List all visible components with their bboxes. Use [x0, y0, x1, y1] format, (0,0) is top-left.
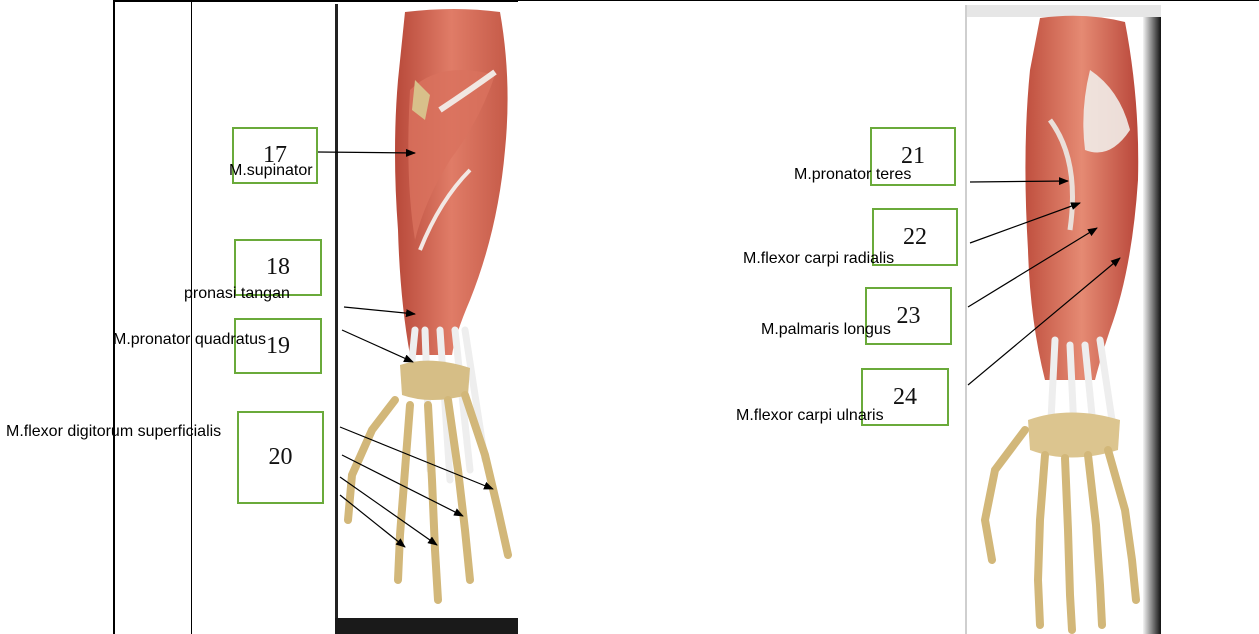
number-22: 22 [903, 224, 927, 251]
label-palmaris-longus: M.palmaris longus [761, 321, 891, 339]
number-18: 18 [266, 254, 290, 281]
label-pronator-teres: M.pronator teres [794, 166, 911, 184]
label-flexor-carpi-ulnaris: M.flexor carpi ulnaris [736, 407, 884, 425]
number-20: 20 [269, 444, 293, 471]
number-24: 24 [893, 384, 917, 411]
answer-box-20[interactable]: 20 [237, 411, 324, 504]
right-forearm-image [965, 5, 1161, 634]
label-supinator: M.supinator [229, 162, 313, 180]
label-flexor-digitorum-superficialis: M.flexor digitorum superficialis [6, 423, 221, 441]
left-forearm-image [335, 4, 518, 634]
label-pronator-quadratus: M.pronator quadratus [113, 331, 266, 349]
label-pronasi-tangan: pronasi tangan [184, 285, 290, 303]
number-19: 19 [266, 333, 290, 360]
label-flexor-carpi-radialis: M.flexor carpi radialis [743, 250, 894, 268]
number-23: 23 [897, 303, 921, 330]
